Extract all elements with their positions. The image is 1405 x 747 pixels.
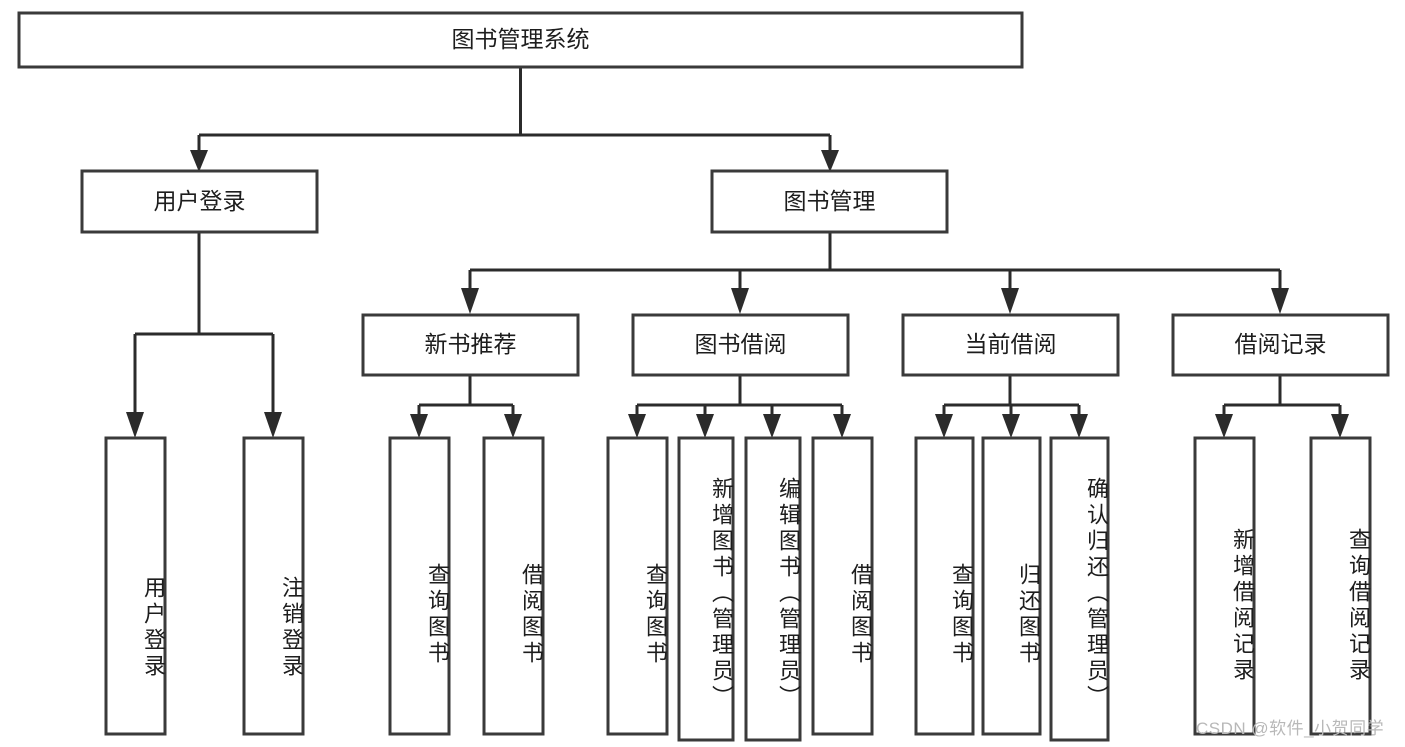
node-box-leaf-borrow-book-2[interactable] <box>811 436 874 736</box>
arrowhead-cb-leaf-1 <box>935 414 953 438</box>
node-box-leaf-borrow-book-1[interactable] <box>482 436 545 736</box>
csdn-watermark: CSDN @软件_小贺同学 <box>1196 719 1385 738</box>
node-box-leaf-edit-book[interactable] <box>744 436 802 742</box>
arrowhead-book-manage <box>821 150 839 172</box>
node-box-book-manage[interactable] <box>710 169 949 234</box>
arrowhead-user-login <box>190 150 208 172</box>
node-box-leaf-query-book-2[interactable] <box>606 436 669 736</box>
arrowhead-current-borrow <box>1001 288 1019 314</box>
arrowhead-new-book-rec <box>461 288 479 314</box>
node-box-leaf-query-book-3[interactable] <box>914 436 975 736</box>
node-box-leaf-query-book-1[interactable] <box>388 436 451 736</box>
node-box-book-borrow[interactable] <box>631 313 850 377</box>
arrowhead-br-leaf-1 <box>1215 414 1233 438</box>
arrowhead-bb-leaf-4 <box>833 414 851 438</box>
arrowhead-book-borrow <box>731 288 749 314</box>
node-box-new-book-rec[interactable] <box>361 313 580 377</box>
node-box-leaf-confirm-return[interactable] <box>1049 436 1110 742</box>
arrowhead-borrow-record <box>1271 288 1289 314</box>
node-box-leaf-query-record[interactable] <box>1309 436 1372 736</box>
arrowhead-br-leaf-2 <box>1331 414 1349 438</box>
node-box-borrow-record[interactable] <box>1171 313 1390 377</box>
arrowhead-nbr-leaf-1 <box>410 414 428 438</box>
arrowhead-bb-leaf-1 <box>628 414 646 438</box>
arrowhead-bb-leaf-2 <box>696 414 714 438</box>
node-box-layer <box>17 11 1390 742</box>
node-box-leaf-add-record[interactable] <box>1193 436 1256 736</box>
node-box-current-borrow[interactable] <box>901 313 1120 377</box>
arrowhead-leaf-logout <box>264 412 282 438</box>
arrowhead-leaf-user-login <box>126 412 144 438</box>
connector-layer <box>126 67 1349 438</box>
arrowhead-cb-leaf-2 <box>1002 414 1020 438</box>
node-box-leaf-add-book[interactable] <box>677 436 735 742</box>
node-box-user-login[interactable] <box>80 169 319 234</box>
node-box-root[interactable] <box>17 11 1024 69</box>
node-box-leaf-user-login[interactable] <box>104 436 167 736</box>
node-box-leaf-logout[interactable] <box>242 436 305 736</box>
arrowhead-bb-leaf-3 <box>763 414 781 438</box>
arrowhead-nbr-leaf-2 <box>504 414 522 438</box>
arrowhead-cb-leaf-3 <box>1070 414 1088 438</box>
node-box-leaf-return-book[interactable] <box>981 436 1042 736</box>
